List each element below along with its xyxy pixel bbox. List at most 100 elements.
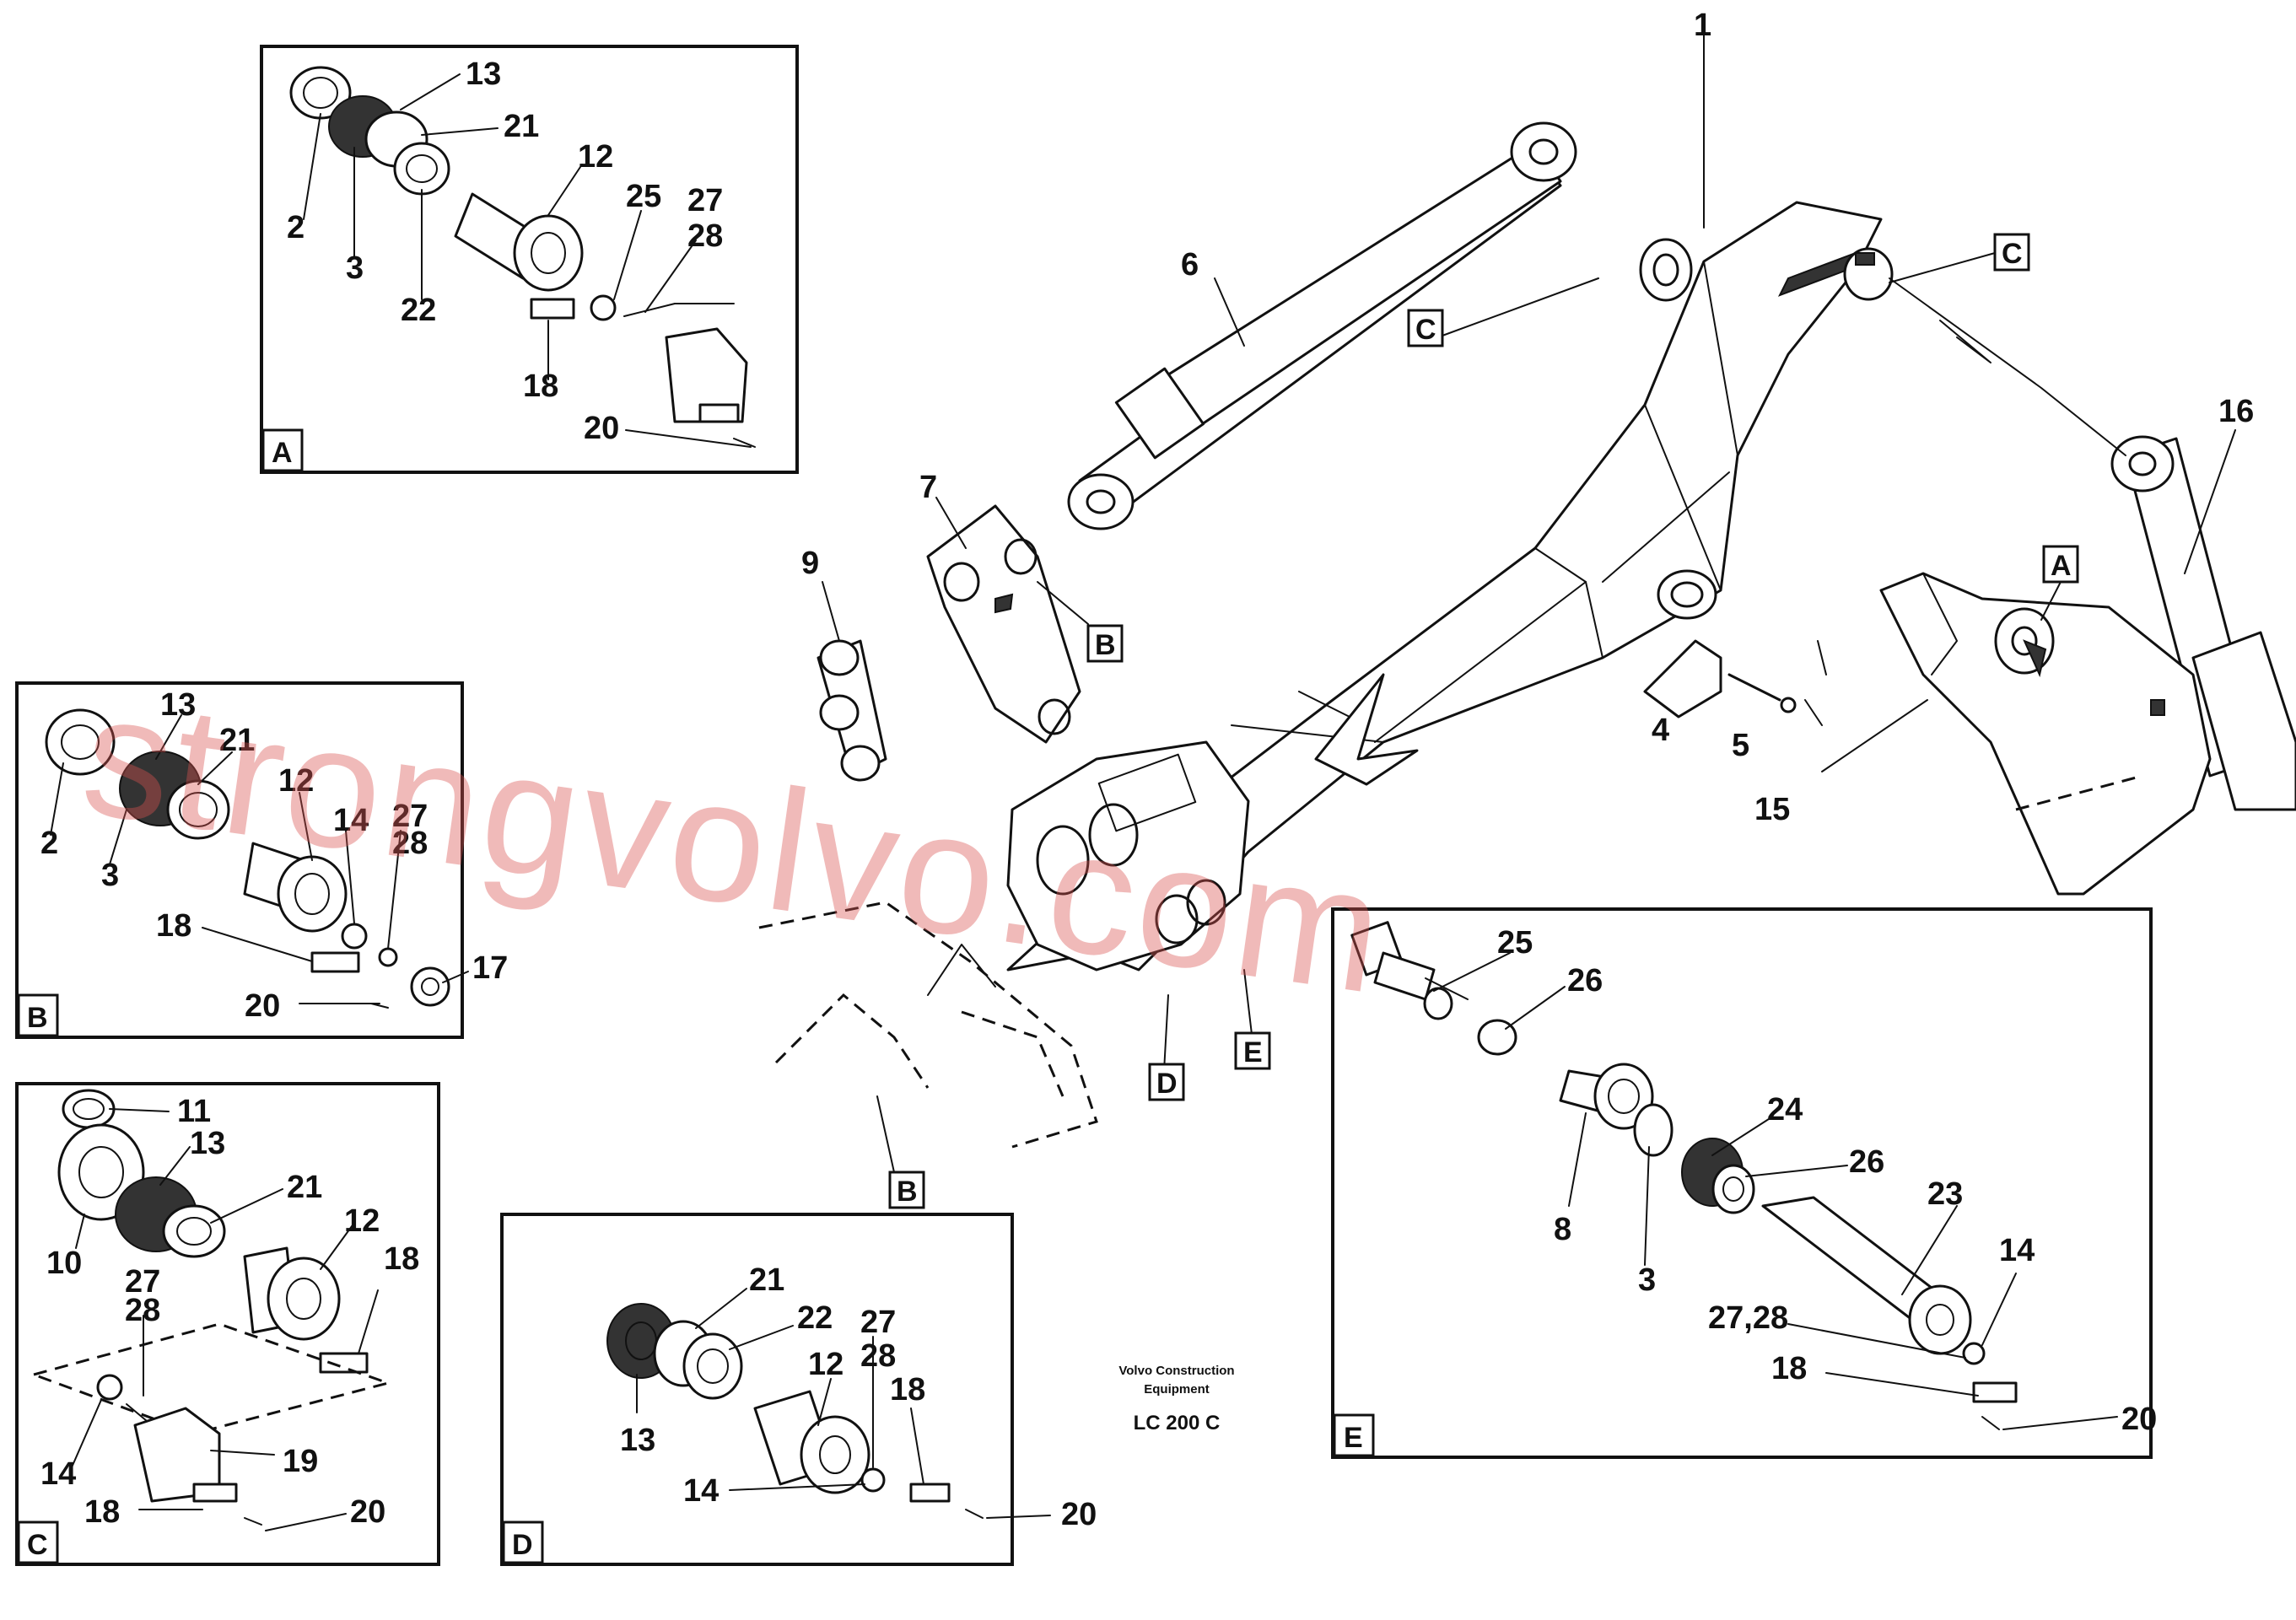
panel-e-callout-18: 18 xyxy=(1771,1351,1807,1386)
title-block: Volvo Construction Equipment LC 200 C xyxy=(1118,1364,1234,1434)
boom-gusset xyxy=(1314,673,1419,786)
panel-a-callout-20: 20 xyxy=(584,411,619,446)
view-markers: C C B B A D E xyxy=(888,233,2079,1209)
marker-b-bottom: B xyxy=(897,1176,918,1208)
panel-d-callout-13: 13 xyxy=(620,1423,655,1458)
marker-e: E xyxy=(1243,1036,1263,1068)
panel-b-callout-12: 12 xyxy=(278,763,314,799)
panel-b-label: B xyxy=(27,1002,48,1034)
panel-d-callout-14: 14 xyxy=(683,1473,719,1509)
panel-a: A 13 21 12 2 3 22 25 27 xyxy=(260,45,799,474)
boom-foot-pin xyxy=(1657,569,1717,620)
panel-e-callout-25: 25 xyxy=(1497,925,1533,961)
panel-a-callout-18: 18 xyxy=(523,369,558,404)
panel-c-callout-27: 27 xyxy=(125,1264,160,1300)
panel-e-callout-24: 24 xyxy=(1767,1092,1803,1128)
panel-d: D 21 22 27 28 12 18 13 14 20 xyxy=(500,1213,1097,1566)
panel-c-callout-11: 11 xyxy=(177,1094,211,1129)
panel-d-callout-28: 28 xyxy=(860,1338,896,1374)
callout-5: 5 xyxy=(1732,728,1749,763)
panel-b-callout-13: 13 xyxy=(160,687,196,723)
panel-d-label: D xyxy=(512,1529,533,1561)
arm xyxy=(1879,572,2212,896)
plate-part-4 xyxy=(1643,639,1722,719)
model-name: LC 200 C xyxy=(1134,1412,1221,1434)
panel-a-callout-25: 25 xyxy=(626,179,661,214)
panel-c-callout-13: 13 xyxy=(190,1126,225,1161)
panel-a-label: A xyxy=(272,437,293,469)
panel-d-callout-18: 18 xyxy=(890,1372,925,1407)
panel-c-callout-19: 19 xyxy=(283,1444,318,1479)
panel-b: B 13 21 12 2 3 14 27 28 18 17 xyxy=(15,681,508,1039)
panel-a-callout-21: 21 xyxy=(504,109,539,144)
panel-b-callout-14: 14 xyxy=(333,803,369,838)
panel-c-callout-18-right: 18 xyxy=(384,1241,419,1277)
panel-b-callout-20: 20 xyxy=(245,988,280,1024)
panel-b-callout-2: 2 xyxy=(40,826,58,861)
panel-d-callout-22: 22 xyxy=(797,1300,833,1336)
link-9 xyxy=(817,639,887,782)
link-7 xyxy=(926,504,1081,744)
panel-e-label: E xyxy=(1344,1422,1363,1454)
callout-16: 16 xyxy=(2218,394,2254,429)
watermark: strongvolvo.com xyxy=(73,657,1396,1031)
bucket-outline xyxy=(758,901,1098,1149)
panel-b-callout-3: 3 xyxy=(101,858,119,893)
panel-b-callout-21: 21 xyxy=(219,723,255,758)
callout-1: 1 xyxy=(1694,8,1711,43)
panel-a-callout-13: 13 xyxy=(466,57,501,92)
panel-c-callout-18-bottom: 18 xyxy=(84,1494,120,1530)
main-callouts: 1 4 5 6 7 9 15 16 xyxy=(801,8,2254,827)
panel-c-callout-10: 10 xyxy=(46,1246,82,1281)
panel-a-callout-2: 2 xyxy=(287,210,305,245)
panel-b-callout-28: 28 xyxy=(392,826,428,861)
panel-a-callout-27: 27 xyxy=(687,183,723,218)
panel-c-callout-14: 14 xyxy=(40,1456,76,1492)
marker-d: D xyxy=(1156,1068,1178,1100)
panel-c-label: C xyxy=(27,1529,48,1561)
panel-e-callout-3: 3 xyxy=(1638,1262,1656,1298)
panel-d-callout-12: 12 xyxy=(808,1347,843,1382)
panel-a-callout-28: 28 xyxy=(687,218,723,254)
callout-4: 4 xyxy=(1652,713,1669,748)
main-leaders xyxy=(822,33,2236,1173)
callout-7: 7 xyxy=(919,470,937,505)
publisher-line1: Volvo Construction xyxy=(1118,1364,1234,1378)
panel-e-callout-27-28: 27,28 xyxy=(1708,1300,1788,1336)
panel-a-callout-12: 12 xyxy=(578,139,613,175)
panel-c: C 11 13 21 12 10 27 28 xyxy=(15,1082,440,1566)
panel-a-callout-3: 3 xyxy=(346,250,364,286)
panel-b-callout-27: 27 xyxy=(392,799,428,834)
marker-a: A xyxy=(2051,550,2072,582)
boom-cylinder xyxy=(1067,121,1577,530)
panel-e-callout-26-mid: 26 xyxy=(1849,1144,1884,1180)
panel-c-callout-12: 12 xyxy=(344,1203,380,1239)
panel-e: E 25 26 24 26 8 3 xyxy=(1331,907,2157,1459)
bolt-part-5 xyxy=(1727,673,1781,702)
panel-b-callout-18: 18 xyxy=(156,908,191,944)
marker-c-left: C xyxy=(1415,314,1436,346)
callout-9: 9 xyxy=(801,546,819,581)
panel-b-callout-17: 17 xyxy=(472,950,508,986)
panel-e-callout-23: 23 xyxy=(1927,1176,1963,1212)
marker-b-top: B xyxy=(1095,629,1116,661)
panel-e-callout-8: 8 xyxy=(1554,1212,1571,1247)
panel-e-callout-26-top: 26 xyxy=(1567,963,1603,998)
panel-a-callout-22: 22 xyxy=(401,293,436,328)
panel-d-callout-21: 21 xyxy=(749,1262,784,1298)
publisher-line2: Equipment xyxy=(1144,1382,1210,1397)
callout-6: 6 xyxy=(1181,247,1199,283)
marker-c-right: C xyxy=(2002,238,2023,270)
panel-c-callout-28: 28 xyxy=(125,1293,160,1328)
arm-cylinder xyxy=(1889,277,2296,811)
callout-15: 15 xyxy=(1754,792,1790,827)
panel-e-callout-20: 20 xyxy=(2121,1402,2157,1437)
boom-nose xyxy=(1006,740,1250,971)
panel-c-callout-21: 21 xyxy=(287,1170,322,1205)
panel-e-callout-14: 14 xyxy=(1999,1233,2035,1268)
panel-d-callout-20: 20 xyxy=(1061,1497,1097,1532)
main-assembly xyxy=(758,121,2296,1149)
panel-c-callout-20: 20 xyxy=(350,1494,385,1530)
boom-cylinder-pin xyxy=(1639,238,1693,302)
